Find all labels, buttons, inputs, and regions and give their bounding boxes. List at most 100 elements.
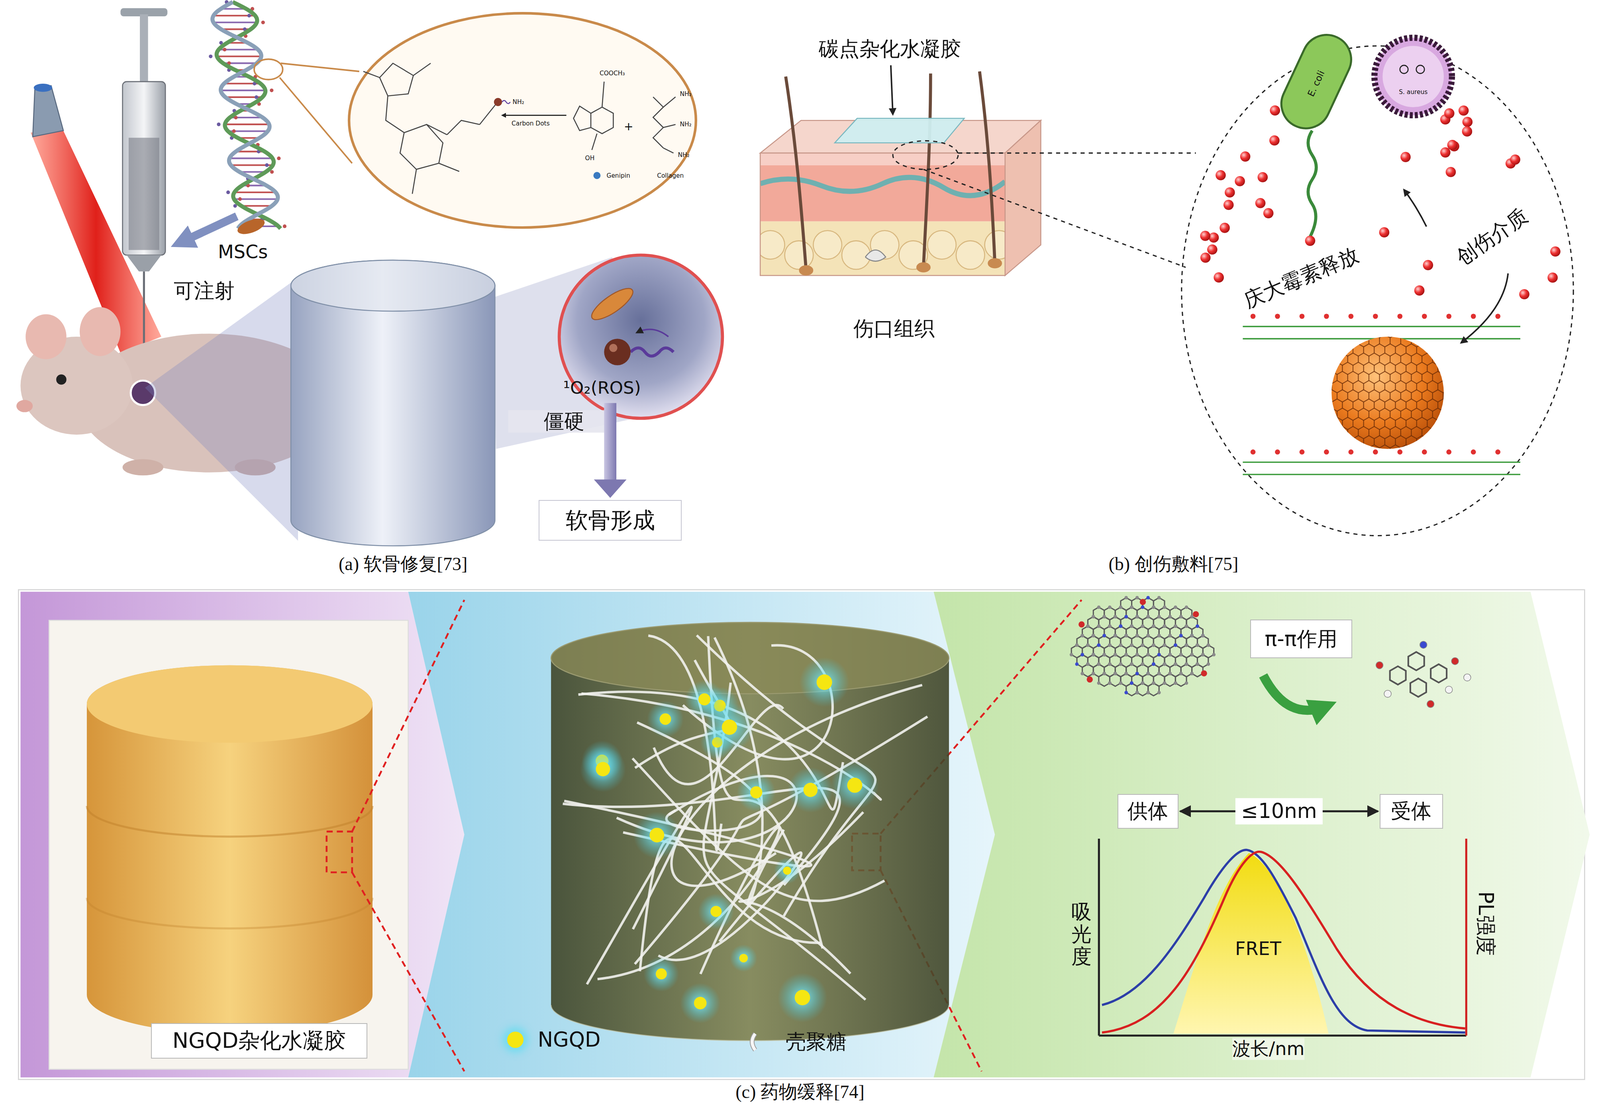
magnifier-guide [892, 45, 1574, 536]
graphene-sheet-part [1184, 605, 1189, 610]
polymer-chains-part [1299, 313, 1305, 319]
graphene-sheet-part [1091, 652, 1096, 657]
graphene-sheet-part [1141, 643, 1145, 648]
graphene-sheet-part [1195, 662, 1200, 667]
graphene-sheet-part [1097, 662, 1101, 667]
graphene-sheet-part [1107, 624, 1112, 628]
zoom-ellipse-part [279, 77, 353, 164]
drug-molecules-part [1550, 246, 1561, 257]
drug-molecules-part [1400, 151, 1411, 163]
gel-network-part [774, 857, 801, 884]
drug-molecules [1200, 105, 1561, 300]
graphene-sheet-part [1200, 670, 1207, 677]
graphene-sheet-part [1168, 671, 1172, 676]
sphere-lattice-part [1437, 325, 1449, 338]
graphene-sheet-part [1146, 690, 1150, 695]
gel-network-part [643, 956, 680, 992]
graphene-sheet-part [1113, 652, 1118, 657]
skin-block-part-part [760, 221, 1006, 276]
chemical-label: COOCH₃ [599, 69, 625, 77]
spectrum-chart [1098, 838, 1467, 1036]
graphene-sheet-part [1119, 643, 1123, 648]
graphene-sheet-part [1124, 652, 1128, 657]
sphere-lattice-part [1395, 325, 1407, 338]
magnifier-guide-part [892, 140, 959, 170]
sphere-lattice-part [1464, 445, 1476, 458]
polymer-chains-part [1242, 461, 1521, 463]
graphene-sheet-part [1157, 690, 1161, 695]
graphene-sheet-part [1192, 664, 1204, 677]
magnifier-guide-part [958, 152, 1197, 154]
polymer-chains-part [1470, 313, 1477, 319]
graphene-sheet-part [1179, 633, 1183, 638]
zoom-circle-part [630, 347, 674, 356]
graphene-sheet-part [1162, 662, 1167, 667]
drug-molecules-part [1519, 289, 1530, 300]
legend-item: 壳聚糖 [747, 1029, 847, 1054]
drug-molecules-part [1255, 198, 1266, 209]
sample-label-box: NGQD杂化水凝胶 [150, 1023, 368, 1059]
sphere-lattice-part [1448, 398, 1460, 412]
graphene-sheet-part [1146, 671, 1150, 676]
graphene-sheet-part [1113, 652, 1118, 657]
fat-cells-part [927, 230, 957, 260]
graphene-sheet-part [1162, 624, 1167, 628]
sphere-lattice-part [1458, 435, 1470, 448]
graphene-sheet-part [1124, 652, 1128, 657]
graphene-sheet-part [1086, 643, 1090, 648]
polymer-chains-part [1274, 313, 1281, 319]
distance-label: ≤10nm [1235, 798, 1323, 824]
graphene-sheet-part [1097, 643, 1101, 648]
fat-cells-part [956, 240, 985, 270]
graphene-sheet-part [1113, 633, 1118, 638]
graphene-sheet-part [1102, 633, 1106, 638]
graphene-sheet-part [1091, 633, 1096, 638]
sphere-lattice-part [1432, 334, 1444, 348]
chart-label: FRET [1235, 937, 1282, 960]
graphene-sheet-part [1179, 633, 1183, 638]
panel-caption: (b) 创伤敷料[75] [1108, 553, 1239, 576]
s-aureus-bacterium-part [1374, 37, 1453, 116]
drug-molecule-part [1445, 686, 1453, 694]
polymer-chains-part [1470, 449, 1477, 455]
e-coli-bacterium-part [1305, 235, 1316, 247]
carbon-dot-sphere-part [1331, 336, 1444, 450]
graphene-sheet-part [1190, 633, 1194, 638]
axis-label: 吸光度 [1071, 900, 1092, 968]
drug-molecules-part [1215, 170, 1226, 181]
stem-cell [235, 215, 267, 238]
annotation-label: MSCs [217, 241, 268, 263]
dna-like-helix-part [254, 95, 259, 99]
graphene-sheet-part [1091, 671, 1096, 676]
polymer-chains-part [1372, 313, 1379, 319]
dna-like-helix-part [261, 20, 265, 25]
chemical-structure-part [593, 172, 601, 180]
graphene-sheet-part [1113, 614, 1118, 619]
polymer-chains-part [1421, 449, 1428, 455]
sphere-lattice-part [1448, 325, 1460, 338]
graphene-sheet-part [1190, 671, 1194, 676]
graphene-sheet-part [1146, 596, 1150, 600]
graphene-sheet-part [1102, 671, 1106, 676]
graphene-sheet-part [1157, 671, 1161, 676]
graphene-sheet-part [1075, 643, 1079, 648]
sphere-lattice-part [1464, 389, 1476, 402]
sphere-lattice-part [1321, 325, 1332, 338]
zoom-circle-part [559, 254, 723, 419]
gel-network-part [737, 772, 776, 812]
sphere-lattice-part [1453, 445, 1465, 458]
spectrum-chart-part [1101, 851, 1466, 1033]
graphene-sheet-part [1135, 671, 1140, 676]
zoom-guide-part [326, 831, 353, 873]
polymer-chains-part [1274, 449, 1281, 455]
graphene-sheet-part [1141, 681, 1145, 685]
graphene-sheet-part [1129, 681, 1134, 685]
graphene-sheet-part [1195, 662, 1200, 667]
graphene-sheet-part [1151, 681, 1156, 685]
graphene-sheet-part [1168, 671, 1172, 676]
polymer-chains-part [1348, 449, 1354, 455]
graphene-sheet-part [1173, 662, 1178, 667]
graphene-sheet-part [1184, 624, 1189, 628]
graphene-sheet-part [1129, 643, 1134, 648]
graphene-sheet-part [1141, 605, 1145, 610]
